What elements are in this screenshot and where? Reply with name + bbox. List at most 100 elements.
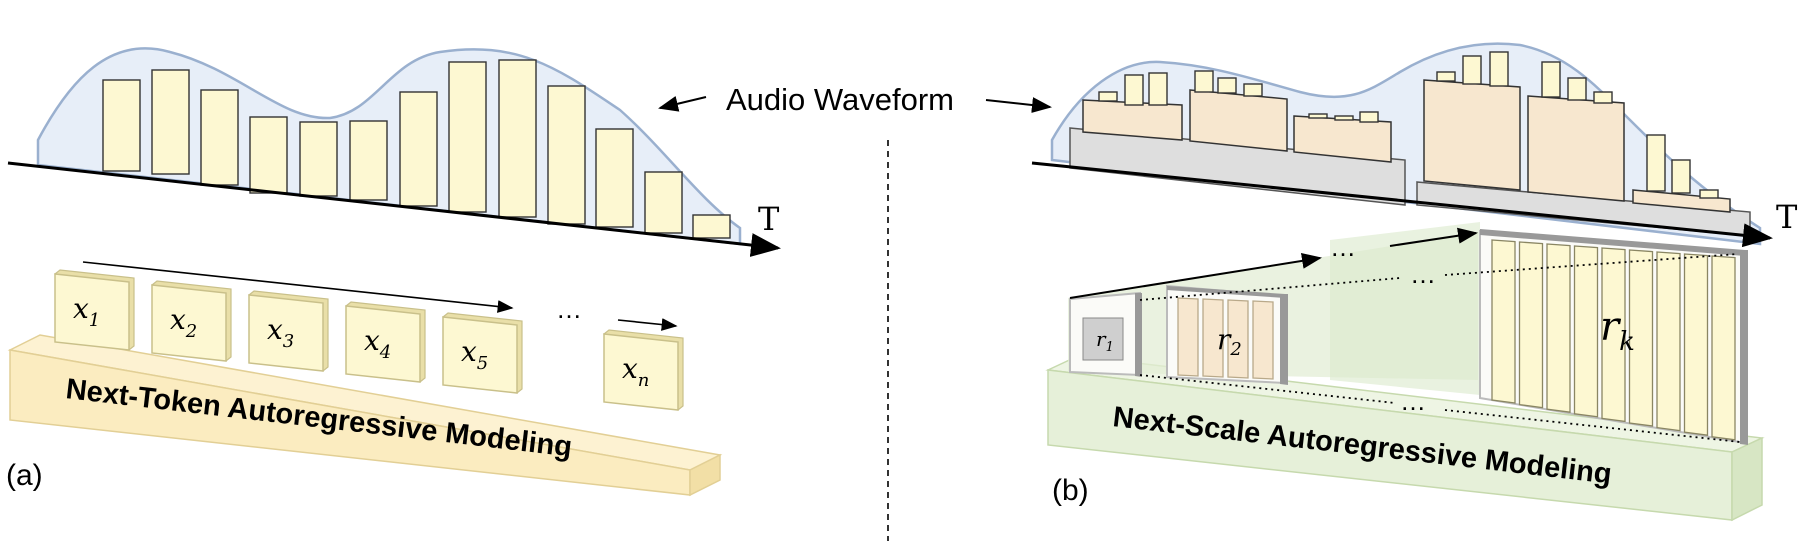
scale-r2-bar (1177, 297, 1199, 377)
waveform-bar (299, 121, 338, 197)
mid-block-b-5 (1527, 95, 1625, 202)
waveform-bar (1646, 134, 1666, 192)
ellipsis-b-top: … (1330, 232, 1356, 262)
waveform-arrow-right (985, 97, 1052, 113)
waveform-envelope-a (36, 47, 742, 246)
ellipsis-a: … (556, 294, 582, 324)
scale-dots-1 (1139, 277, 1401, 301)
waveform-bar (1567, 77, 1587, 101)
scale-block-r1-inner (1082, 317, 1124, 361)
token-label: x4 (364, 324, 391, 363)
token-1: x1 (54, 269, 135, 351)
scale-dots-4 (1444, 409, 1741, 443)
base-slab-a-side (689, 453, 721, 497)
waveform-bar (644, 171, 683, 234)
waveform-bars-b (1098, 51, 1719, 199)
scale-block-r1-edge (1135, 293, 1142, 377)
scale-label-r1: r1 (1096, 327, 1114, 355)
scale-rk-bar (1656, 251, 1681, 432)
scale-rk-bar (1711, 255, 1736, 441)
waveform-bar (1308, 113, 1328, 119)
waveform-arrow-left (658, 96, 707, 112)
scale-dots-3 (1139, 374, 1396, 404)
waveform-bar (1489, 51, 1509, 87)
waveform-bar (102, 79, 141, 172)
panel-label-b: (b) (1052, 474, 1089, 507)
mid-block-b-6 (1632, 189, 1731, 213)
waveform-label: Audio Waveform (726, 82, 954, 117)
waveform-bar (1098, 91, 1118, 102)
waveform-bar (1124, 74, 1144, 106)
scale-block-r2-top-edge (1167, 286, 1285, 298)
time-axis-a (7, 161, 781, 257)
scale-rk-bar (1518, 241, 1544, 409)
mid-block-b-4 (1423, 79, 1521, 191)
token-6: xn (603, 329, 684, 411)
time-axis-b (1031, 161, 1773, 248)
token-2: x2 (151, 280, 232, 362)
token-label: xn (622, 352, 649, 391)
mid-block-b-3 (1293, 115, 1392, 163)
scale-arrow-top-2 (1389, 227, 1478, 247)
waveform-bar (1436, 71, 1456, 82)
scale-label-rk: rk (1600, 304, 1635, 357)
scale-dots-2 (1444, 253, 1739, 276)
panel-label-a: (a) (6, 459, 43, 492)
waveform-bar (448, 61, 487, 213)
waveform-bar (498, 59, 537, 218)
waveform-bar (1243, 83, 1263, 97)
scale-r2-bar (1252, 300, 1274, 380)
scale-label-r2: r2 (1217, 323, 1242, 360)
waveform-bar (399, 91, 438, 207)
ellipsis-b-bottom: … (1400, 386, 1426, 416)
token-label: x3 (267, 313, 294, 352)
scale-rk-bar (1683, 253, 1709, 436)
waveform-bar (1148, 72, 1168, 106)
ellipsis-b-mid: … (1410, 259, 1436, 289)
waveform-bar (595, 128, 634, 228)
waveform-bar (1359, 111, 1379, 123)
waveform-bar (349, 120, 388, 201)
scale-block-rk-edge (1740, 250, 1748, 445)
waveform-bars-a (102, 59, 731, 239)
projection-volume-2 (1330, 222, 1480, 395)
waveform-bar (249, 116, 288, 194)
scale-arrow-top-1 (1069, 252, 1322, 299)
waveform-bar (1699, 189, 1719, 199)
waveform-bar (1462, 55, 1482, 85)
token-label: x1 (73, 292, 100, 331)
panel-b: T Next-Scale Autoregressive Modeling r1 … (1031, 42, 1798, 522)
waveform-bar (151, 69, 190, 175)
sequence-arrow-a-2 (617, 318, 678, 331)
scale-block-r2-edge (1280, 294, 1288, 385)
scale-r2-bar (1227, 299, 1249, 379)
token-4: x4 (345, 301, 426, 383)
token-5: x5 (442, 312, 523, 394)
time-axis-label-b: T (1776, 198, 1798, 236)
token-label: x2 (170, 303, 197, 342)
base-slab-b-side (1731, 436, 1763, 522)
waveform-bar (692, 214, 731, 239)
sequence-arrow-a (82, 261, 514, 313)
token-3: x3 (248, 290, 329, 372)
scale-r2-bar (1202, 298, 1224, 378)
scale-rk-bar (1546, 243, 1571, 413)
scale-rk-bar (1573, 245, 1599, 418)
waveform-bar (547, 85, 586, 225)
waveform-bar (1334, 115, 1354, 121)
waveform-bar (1541, 61, 1561, 98)
waveform-bar (1217, 77, 1237, 94)
scale-rk-bar (1601, 247, 1626, 423)
scale-block-rk-top-edge (1480, 229, 1745, 256)
waveform-bar (1593, 91, 1613, 104)
token-label: x5 (461, 335, 488, 374)
mid-block-b-2 (1189, 89, 1288, 152)
waveform-bar (1194, 70, 1214, 93)
scale-rk-bar (1491, 239, 1516, 404)
time-axis-label-a: T (758, 200, 780, 238)
scale-rk-bar (1628, 249, 1654, 427)
panel-a: T Next-Token Autoregressive Modeling … x… (6, 47, 781, 497)
waveform-bar (1671, 159, 1691, 194)
waveform-bar (200, 89, 239, 186)
